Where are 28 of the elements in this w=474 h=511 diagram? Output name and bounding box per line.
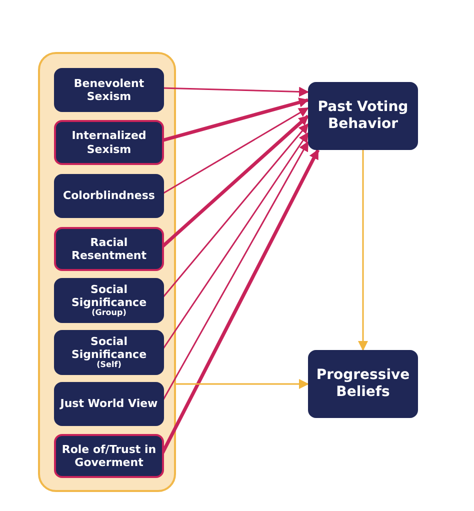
box-label: Colorblindness (63, 189, 155, 203)
box-sublabel: (Self) (96, 361, 122, 370)
box-label: Internalized Sexism (70, 129, 148, 156)
arrow (176, 379, 309, 389)
arrow (162, 86, 309, 97)
factor-box (54, 120, 164, 165)
box-label: Just World View (60, 397, 158, 411)
box-label: Social Significance (70, 282, 148, 310)
factor-box (54, 278, 164, 323)
arrow (358, 150, 368, 351)
arrow (162, 98, 309, 142)
box-sublabel: (Group) (92, 309, 126, 318)
factor-box (54, 227, 164, 271)
box-label: Racial Resentment (70, 236, 148, 262)
factor-box (54, 174, 164, 218)
factor-box (54, 434, 164, 478)
box-label: Past Voting Behavior (316, 99, 410, 133)
factor-box (54, 68, 164, 112)
outcome-box (308, 82, 418, 150)
box-label: Role of/Trust in Goverment (60, 442, 158, 470)
factor-box (54, 330, 164, 375)
group-panel (38, 52, 176, 492)
arrow (162, 107, 309, 195)
box-label: Social Significance (70, 334, 148, 362)
box-label: Benevolent Sexism (72, 76, 146, 104)
box-label: Progressive Beliefs (315, 367, 411, 401)
factor-box (54, 382, 164, 426)
outcome-box (308, 350, 418, 418)
